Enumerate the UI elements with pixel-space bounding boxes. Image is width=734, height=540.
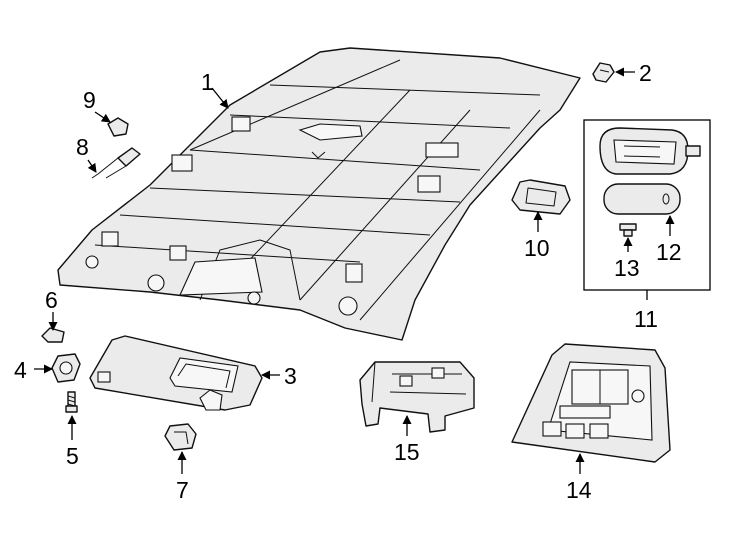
callout-1: 1 <box>201 69 214 95</box>
clip-part-2 <box>592 62 615 83</box>
callout-9: 9 <box>83 87 96 113</box>
callout-13: 13 <box>614 255 640 281</box>
callout-11: 11 <box>634 306 658 332</box>
visor-clip-base <box>51 353 81 383</box>
visor-clip <box>164 423 197 451</box>
overhead-console <box>511 343 671 463</box>
callout-5: 5 <box>66 443 79 469</box>
lamp-lens <box>603 183 681 215</box>
headliner-panel <box>57 47 581 341</box>
screw <box>65 391 78 413</box>
handle-bracket <box>511 179 571 215</box>
callout-2: 2 <box>639 60 652 86</box>
console-bracket <box>359 361 475 433</box>
callout-4: 4 <box>14 357 27 383</box>
leader-lines <box>34 67 675 474</box>
callout-7: 7 <box>176 477 189 503</box>
sun-visor <box>89 335 263 411</box>
callout-15: 15 <box>394 439 420 465</box>
bracket-part-6 <box>41 327 65 343</box>
bulb <box>619 223 637 237</box>
wire-connector <box>91 147 141 179</box>
callout-3: 3 <box>284 363 297 389</box>
callout-12: 12 <box>656 239 682 265</box>
retainer-part-9 <box>107 117 129 137</box>
callout-8: 8 <box>76 134 89 160</box>
callout-6: 6 <box>45 287 58 313</box>
callout-14: 14 <box>566 477 592 503</box>
callout-10: 10 <box>524 235 550 261</box>
